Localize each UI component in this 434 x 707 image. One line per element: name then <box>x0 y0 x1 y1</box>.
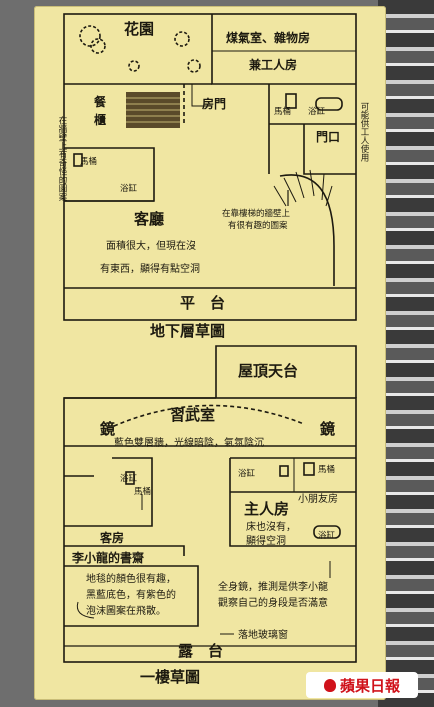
martial-room-label: 習武室 <box>170 406 215 424</box>
glass-window-label: 落地玻璃窗 <box>238 628 288 641</box>
study-note-3: 泡沫圖案在飛散。 <box>86 604 166 617</box>
master-room-label: 主人房 <box>244 500 289 518</box>
toilet-left-fixture <box>73 153 83 167</box>
door-label: 門口 <box>316 130 340 144</box>
toilet-right-fixture <box>285 93 297 109</box>
bathtub-c-label: 浴缸 <box>318 530 336 541</box>
wall-note: 在牆壁上有奇怪的圖案 <box>57 115 67 202</box>
mirror-note-1: 全身鏡，推測是供李小龍 <box>218 580 328 593</box>
mirror-right-label: 鏡 <box>320 420 335 438</box>
apple-icon <box>323 678 336 692</box>
guest-bottom-wall <box>64 545 185 556</box>
left-bath-walls <box>64 147 155 202</box>
toilet-right-label: 馬桶 <box>274 106 291 117</box>
toilet-b-label: 馬桶 <box>134 486 151 497</box>
master-note-2: 顯得空洞 <box>246 534 286 547</box>
toilet-a-label: 馬桶 <box>318 464 335 475</box>
toilet-a-fixture <box>279 465 289 477</box>
study-walls <box>64 565 199 627</box>
bathtub-b-label: 浴缸 <box>120 473 138 484</box>
staircase-steps <box>273 169 333 207</box>
mirror-left-label: 鏡 <box>100 420 115 438</box>
servant-use-note: 可能供工人使用 <box>359 102 369 162</box>
stair-note-2: 有很有趣的圖案 <box>228 220 288 231</box>
garden-shrub <box>90 38 106 54</box>
master-note-1: 床也沒有， <box>246 520 296 533</box>
bathtub-a-label: 浴缸 <box>238 468 256 479</box>
first-floor-title: 一樓草圖 <box>140 668 200 686</box>
living-note-1: 面積很大，但現在沒 <box>106 239 196 252</box>
toilet-left-label: 馬桶 <box>80 156 97 167</box>
terrace-label: 露 台 <box>178 642 223 660</box>
servant-room-label: 兼工人房 <box>248 57 297 72</box>
room-door-label: 房門 <box>202 96 226 111</box>
rooftop-walls <box>215 345 357 398</box>
guest-toilet-fixture <box>125 471 135 485</box>
floor-plan-drawing: 花園 煤氣室、雜物房 兼工人房 餐 櫃 房門 馬桶 浴缸 門口 馬桶 浴缸 客廳… <box>57 13 369 686</box>
basement-outer-wall <box>63 13 357 321</box>
guest-room-label: 客房 <box>99 530 124 545</box>
living-note-2: 有東西，顯得有點空洞 <box>100 262 200 275</box>
room-door-pointer <box>191 84 212 107</box>
garden-shrub <box>79 25 101 47</box>
platform-label: 平 台 <box>180 294 225 312</box>
service-rooms-walls <box>268 84 356 175</box>
bathtub-right-label: 浴缸 <box>308 106 326 117</box>
martial-room-arch <box>113 404 305 427</box>
guest-bath-walls <box>64 457 153 527</box>
coal-room-wall <box>211 14 356 85</box>
toilet-b-fixture <box>303 462 315 476</box>
study-note-2: 黑藍底色，有紫色的 <box>86 588 176 601</box>
study-title: 李小龍的書齋 <box>71 550 144 565</box>
bathtub-c-fixture <box>313 525 341 539</box>
bathtub-left-label: 浴缸 <box>120 183 138 194</box>
kids-room-label: 小朋友房 <box>298 492 338 505</box>
martial-note: 藍色雙層牆，光線暗陰，氣氛陰沉 <box>114 436 264 449</box>
dining-cabinet <box>126 92 180 128</box>
floor-plan-board: 花園 煤氣室、雜物房 兼工人房 餐 櫃 房門 馬桶 浴缸 門口 馬桶 浴缸 客廳… <box>34 6 386 700</box>
study-pointer <box>76 601 95 619</box>
coal-storage-label: 煤氣室、雜物房 <box>226 30 310 45</box>
stair-note-1: 在靠樓梯的牆壁上 <box>222 208 291 219</box>
garden-shrub <box>174 31 190 47</box>
garden-shrub <box>187 59 201 73</box>
background-photo-buildings <box>378 0 434 707</box>
dining-label-1: 餐 <box>94 94 107 109</box>
apple-daily-logo: 蘋果日報 <box>306 672 418 698</box>
garden-shrub <box>128 60 140 72</box>
basement-title: 地下層草圖 <box>150 322 225 340</box>
bathtub-right-fixture <box>315 97 343 111</box>
mirror-note-2: 觀察自己的身段是否滿意 <box>218 596 328 609</box>
right-rooms-walls <box>229 457 356 547</box>
dining-label-2: 櫃 <box>94 112 106 127</box>
study-note-1: 地毯的顏色很有趣， <box>86 572 176 585</box>
logo-text: 蘋果日報 <box>339 676 400 695</box>
rooftop-label: 屋頂天台 <box>238 362 298 380</box>
living-room-label: 客廳 <box>133 210 164 228</box>
garden-label: 花園 <box>124 20 154 38</box>
